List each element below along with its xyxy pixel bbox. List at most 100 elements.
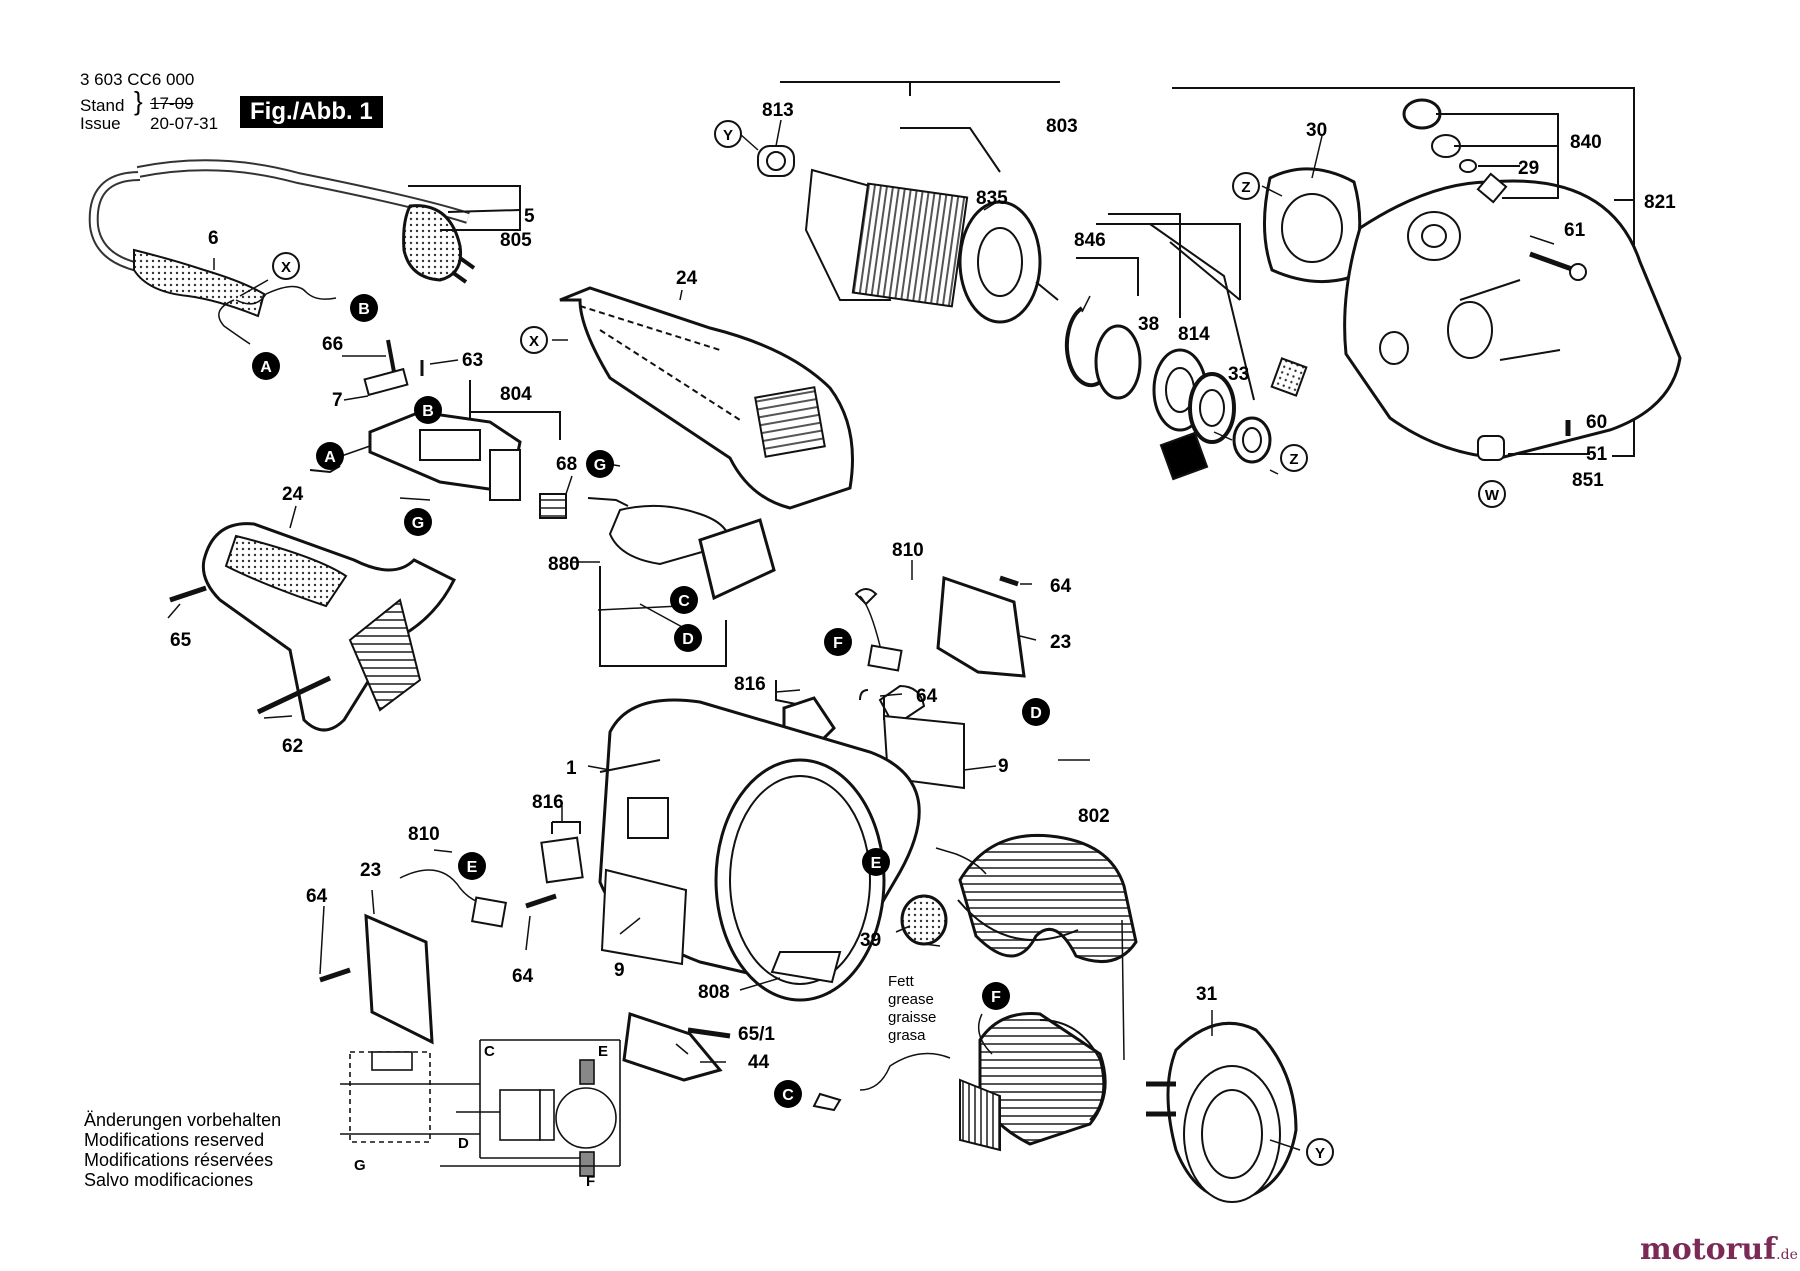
callout-E2: E <box>862 848 890 876</box>
callout-E2-text: E <box>871 855 882 872</box>
part-label-880: 880 <box>548 554 580 575</box>
part-label-38: 38 <box>1138 314 1159 335</box>
part-label-9-left: 9 <box>614 960 625 981</box>
callout-B1: B <box>350 294 378 322</box>
callout-C1: C <box>670 586 698 614</box>
callout-F1-text: F <box>833 635 843 652</box>
brand-name: motoruf <box>1640 1232 1777 1267</box>
part-label-846: 846 <box>1074 230 1106 251</box>
part-label-29: 29 <box>1518 158 1539 179</box>
part-label-24-top: 24 <box>676 268 698 289</box>
grease-note-es: grasa <box>888 1027 926 1044</box>
part-label-64-low: 64 <box>512 966 534 987</box>
part-label-816-top: 816 <box>734 674 766 695</box>
callout-A1-text: A <box>260 359 272 376</box>
part-label-64-left: 64 <box>306 886 328 907</box>
callout-X1: X <box>272 252 300 280</box>
callouts: Y Z Z W X X B B A A G G C D F D E E F C … <box>252 120 1506 1166</box>
part-label-66: 66 <box>322 334 343 355</box>
wiring-labels: C E D F G <box>354 1043 608 1190</box>
wiring-label-g: G <box>354 1157 366 1174</box>
grease-note: Fett grease graisse grasa <box>888 973 936 1044</box>
figure-label: Fig./Abb. 1 <box>240 96 383 128</box>
callout-G2: G <box>586 450 614 478</box>
part-label-6: 6 <box>208 228 219 249</box>
callout-G2-text: G <box>594 457 606 474</box>
note-es: Salvo modificaciones <box>84 1170 254 1190</box>
callout-A2-text: A <box>324 449 336 466</box>
callout-X2: X <box>520 326 548 354</box>
callout-B2-text: B <box>422 403 434 420</box>
wiring-label-f: F <box>586 1173 595 1190</box>
part-label-51: 51 <box>1586 444 1608 465</box>
part-label-810-top: 810 <box>892 540 924 561</box>
part-label-840: 840 <box>1570 132 1602 153</box>
callout-C2: C <box>774 1080 802 1108</box>
part-label-39: 39 <box>860 930 881 951</box>
brand-logo: motoruf.de <box>1640 1232 1798 1267</box>
issue-value: 20-07-31 <box>150 114 219 133</box>
part-label-65-1: 65/1 <box>738 1024 775 1045</box>
part-label-60: 60 <box>1586 412 1607 433</box>
part-label-851: 851 <box>1572 470 1604 491</box>
part-label-64-top: 64 <box>1050 576 1072 597</box>
callout-Z2: Z <box>1280 444 1308 472</box>
part-label-1: 1 <box>566 758 577 779</box>
part-label-814: 814 <box>1178 324 1210 345</box>
part-label-63: 63 <box>462 350 483 371</box>
callout-W: W <box>1478 480 1506 508</box>
callout-C2-text: C <box>782 1087 794 1104</box>
callout-X2-text: X <box>529 333 539 350</box>
wiring-label-c: C <box>484 1043 495 1060</box>
callout-B2: B <box>414 396 442 424</box>
part-label-810-bottom: 810 <box>408 824 440 845</box>
callout-G1: G <box>404 508 432 536</box>
part-label-805: 805 <box>500 230 532 251</box>
wiring-label-d: D <box>458 1135 469 1152</box>
wiring-label-e: E <box>598 1043 608 1060</box>
part-label-804: 804 <box>500 384 532 405</box>
note-en: Modifications reserved <box>84 1130 265 1150</box>
callout-W-text: W <box>1485 487 1500 504</box>
part-label-802: 802 <box>1078 806 1110 827</box>
callout-D2: D <box>1022 698 1050 726</box>
part-labels: 813 803 30 840 29 821 835 846 61 38 814 … <box>170 100 1676 1073</box>
part-label-62: 62 <box>282 736 303 757</box>
callout-Y2: Y <box>1306 1138 1334 1166</box>
part-label-821: 821 <box>1644 192 1676 213</box>
callout-Y2-text: Y <box>1315 1145 1325 1162</box>
callout-X1-text: X <box>281 259 291 276</box>
callout-Z2-text: Z <box>1289 451 1298 468</box>
callout-E1: E <box>458 852 486 880</box>
part-label-33: 33 <box>1228 364 1249 385</box>
part-label-5: 5 <box>524 206 535 227</box>
callout-Z1-text: Z <box>1241 179 1250 196</box>
callout-C1-text: C <box>678 593 690 610</box>
doc-number: 3 603 CC6 000 <box>80 70 195 89</box>
part-label-44: 44 <box>748 1052 770 1073</box>
part-label-808: 808 <box>698 982 730 1003</box>
part-label-64-mid: 64 <box>916 686 938 707</box>
part-label-803: 803 <box>1046 116 1078 137</box>
part-label-61: 61 <box>1564 220 1586 241</box>
callout-D2-text: D <box>1030 705 1042 722</box>
issue-label: Issue <box>80 114 121 133</box>
grease-note-de: Fett <box>888 973 915 990</box>
part-label-23-top: 23 <box>1050 632 1071 653</box>
callout-Y1: Y <box>714 120 742 148</box>
part-label-31: 31 <box>1196 984 1218 1005</box>
callout-Y1-text: Y <box>723 127 733 144</box>
part-label-65: 65 <box>170 630 192 651</box>
note-de: Änderungen vorbehalten <box>84 1110 282 1130</box>
callout-A2: A <box>316 442 344 470</box>
note-fr: Modifications réservées <box>84 1150 274 1170</box>
brace-icon: } <box>134 86 143 116</box>
stand-value: 17-09 <box>150 94 194 113</box>
part-label-835: 835 <box>976 188 1008 209</box>
modifications-notes: Änderungen vorbehalten Modifications res… <box>84 1110 281 1190</box>
part-label-813: 813 <box>762 100 794 121</box>
callout-B1-text: B <box>358 301 370 318</box>
part-label-9-right: 9 <box>998 756 1009 777</box>
callout-E1-text: E <box>467 859 478 876</box>
